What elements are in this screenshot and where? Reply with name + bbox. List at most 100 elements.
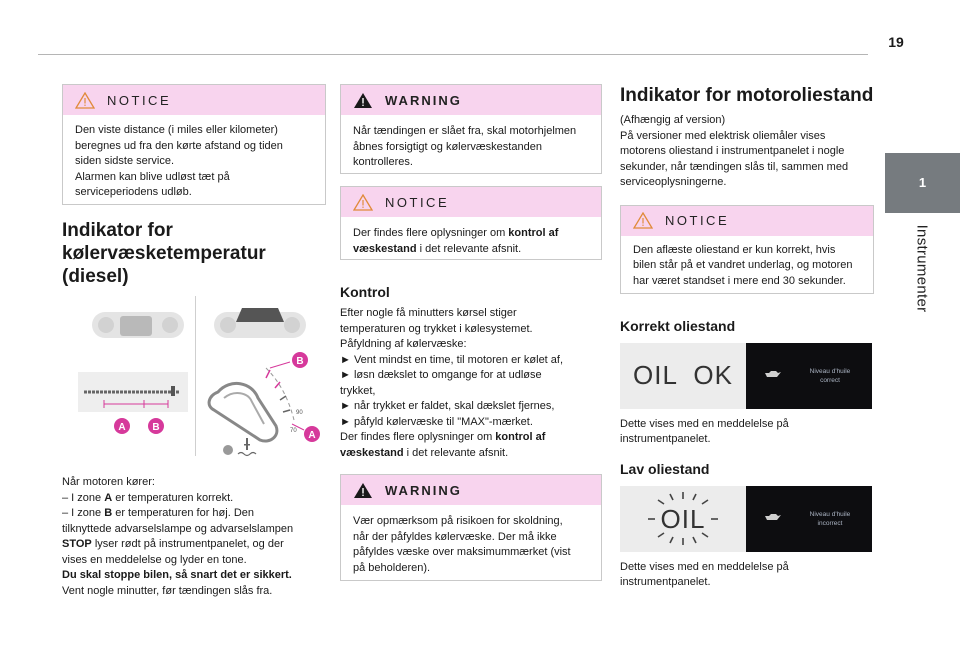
body-line-bold: Du skal stoppe bilen, så snart det er si… — [62, 569, 292, 581]
linear-temperature-gauge: A B — [78, 372, 188, 434]
notice-line: Den viste distance (i miles eller kilome… — [75, 124, 278, 136]
warning-header: WARNING — [341, 475, 601, 505]
intro-line: På versioner med elektrisk oliemåler vis… — [620, 129, 826, 142]
notice-header: NOTICE — [621, 205, 873, 236]
kontrol-line: væskestand i det relevante afsnit. — [340, 446, 509, 459]
column-1: NOTICE Den viste distance (i miles eller… — [62, 84, 326, 599]
screen-message: Niveau d'huile correct — [809, 367, 851, 384]
oil-ok-display: OIL OK — [620, 342, 746, 409]
warning-body: Når tændingen er slået fra, skal motorhj… — [341, 115, 601, 180]
zone-b-label-dial: B — [296, 356, 303, 367]
body-line: Når motoren kører: — [62, 476, 155, 488]
warning-body: Vær opmærksom på risikoen for skoldning,… — [341, 505, 601, 585]
heading-line: kølervæsketemperatur — [62, 243, 266, 264]
notice-box-oil: NOTICE Den aflæste oliestand er kun korr… — [620, 204, 874, 294]
notice-line: beregnes ud fra den kørte afstand og tid… — [75, 139, 283, 152]
kontrol-body: Efter nogle få minutters kørsel stiger t… — [340, 306, 602, 461]
warning-title: WARNING — [385, 482, 462, 498]
warning-header: WARNING — [341, 85, 601, 115]
notice-line: har været standset i mere end 30 sekunde… — [633, 274, 846, 287]
kontrol-line: ► når trykket er faldet, skal dækslet fj… — [340, 400, 555, 412]
page-number: 19 — [888, 34, 904, 50]
low-oil-heading: Lav oliestand — [620, 460, 710, 477]
warning-line: påfyldes væske over maksimummærket (vist — [353, 546, 571, 558]
body-line: STOP lyser rødt på instrumentpanelet, og… — [62, 538, 284, 550]
kontrol-section: Kontrol Efter nogle få minutters kørsel … — [340, 284, 602, 461]
correct-oil-caption: Dette vises med en meddelelse på instrum… — [620, 417, 789, 446]
kontrol-line: Efter nogle få minutters kørsel stiger — [340, 307, 517, 319]
oil-can-icon — [765, 513, 781, 520]
chapter-label-text: Instrumenter — [913, 224, 931, 312]
kontrol-line: ► påfyld kølervæske til "MAX"-mærket. — [340, 415, 533, 428]
intro-line: (Afhængig af version) — [620, 114, 726, 126]
heading-line: (diesel) — [62, 266, 129, 287]
body-line: vises en meddelelse og lyder en tone. — [62, 553, 247, 566]
dial-temperature-gauge: 90 70 B A — [207, 352, 320, 457]
low-oil-caption: Dette vises med en meddelelse på instrum… — [620, 560, 789, 589]
kontrol-line: ► Vent mindst en time, til motoren er kø… — [340, 353, 564, 366]
notice-body: Den viste distance (i miles eller kilome… — [63, 115, 325, 210]
oil-low-text: OIL — [660, 503, 706, 534]
notice-header: NOTICE — [63, 85, 325, 115]
kontrol-line: temperaturen og trykket i kølesystemet. — [340, 322, 533, 335]
oil-ok-text: OIL OK — [633, 360, 733, 390]
notice-box-distance: NOTICE Den viste distance (i miles eller… — [62, 84, 326, 205]
warning-triangle-outline-icon — [633, 212, 653, 229]
column-3: Indikator for motoroliestand (Afhængig a… — [620, 84, 874, 591]
warning-box-hood: WARNING Når tændingen er slået fra, skal… — [340, 84, 602, 174]
gauge-mark-90: 90 — [296, 410, 303, 416]
notice-body: Der findes flere oplysninger om kontrol … — [341, 217, 601, 266]
warning-line: åbnes forsigtigt og kølervæskestanden — [353, 140, 542, 153]
body-line: – I zone B er temperaturen for høj. Den — [62, 507, 254, 519]
kontrol-heading: Kontrol — [340, 284, 390, 300]
intro-line: sekunder, når tændingen slås til, sammen… — [620, 160, 849, 173]
zone-b-label: B — [152, 422, 159, 433]
notice-header: NOTICE — [341, 187, 601, 217]
kontrol-line: trykket, — [340, 384, 376, 397]
body-line: Vent nogle minutter, før tændingen slås … — [62, 584, 273, 597]
notice-line: serviceperiodens udløb. — [75, 186, 192, 198]
notice-box-fluid-check: NOTICE Der findes flere oplysninger om k… — [340, 186, 602, 260]
oil-can-icon — [765, 370, 781, 377]
kontrol-line: Der findes flere oplysninger om kontrol … — [340, 431, 546, 443]
notice-title: NOTICE — [107, 92, 172, 108]
oil-ok-screen: Niveau d'huile correct — [746, 342, 872, 409]
low-oil-figure: OIL Niveau d'huile incorrect — [620, 485, 872, 552]
warning-title: WARNING — [385, 92, 462, 108]
warning-triangle-outline-icon — [353, 193, 373, 211]
coolant-gauge-figure: A B 90 70 B A — [62, 296, 326, 464]
notice-title: NOTICE — [665, 213, 730, 228]
coolant-temperature-icon — [237, 438, 257, 457]
coolant-body-text: Når motoren kører: – I zone A er tempera… — [62, 475, 326, 599]
body-line: – I zone A er temperaturen korrekt. — [62, 491, 234, 504]
intro-line: motorens oliestand i instrumentpanelet i… — [620, 145, 845, 157]
screen-message: Niveau d'huile incorrect — [809, 510, 851, 527]
intro-line: serviceoplysningerne. — [620, 176, 727, 188]
correct-oil-heading: Korrekt oliestand — [620, 317, 736, 334]
column-2: WARNING Når tændingen er slået fra, skal… — [340, 84, 602, 581]
section-heading-coolant: Indikator for kølervæsketemperatur (dies… — [62, 219, 326, 288]
warning-line: når der påfyldes kølervæske. Der må ikke — [353, 530, 557, 543]
notice-line: Der findes flere oplysninger om kontrol … — [353, 227, 559, 239]
section-heading-oil: Indikator for motoroliestand — [620, 85, 874, 106]
chapter-tab-divider — [885, 211, 960, 213]
warning-triangle-outline-icon — [75, 91, 95, 109]
kontrol-line: ► løsn dækslet to omgange for at udløse — [340, 369, 542, 381]
kontrol-line: Påfyldning af kølervæske: — [340, 338, 467, 350]
oil-low-display: OIL — [620, 485, 746, 552]
cluster-top-left-icon — [92, 312, 184, 338]
blinking-rays-icon — [648, 491, 718, 545]
warning-line: Vær opmærksom på risikoen for skoldning, — [353, 515, 563, 527]
warning-triangle-filled-icon — [354, 92, 372, 108]
oil-low-screen: Niveau d'huile incorrect — [746, 485, 872, 552]
correct-oil-figure: OIL OK Niveau d'huile correct — [620, 342, 872, 409]
chapter-tab[interactable]: 1 — [885, 153, 960, 211]
notice-body: Den aflæste oliestand er kun korrekt, hv… — [621, 236, 873, 299]
warning-line: på beholderen). — [353, 561, 431, 574]
zone-a-label-dial: A — [308, 430, 315, 441]
warning-triangle-filled-icon — [354, 482, 372, 498]
notice-line: væskestand i det relevante afsnit. — [353, 242, 522, 255]
notice-title: NOTICE — [385, 194, 450, 210]
warning-line: Når tændingen er slået fra, skal motorhj… — [353, 125, 577, 137]
chapter-label: Instrumenter — [902, 208, 942, 328]
